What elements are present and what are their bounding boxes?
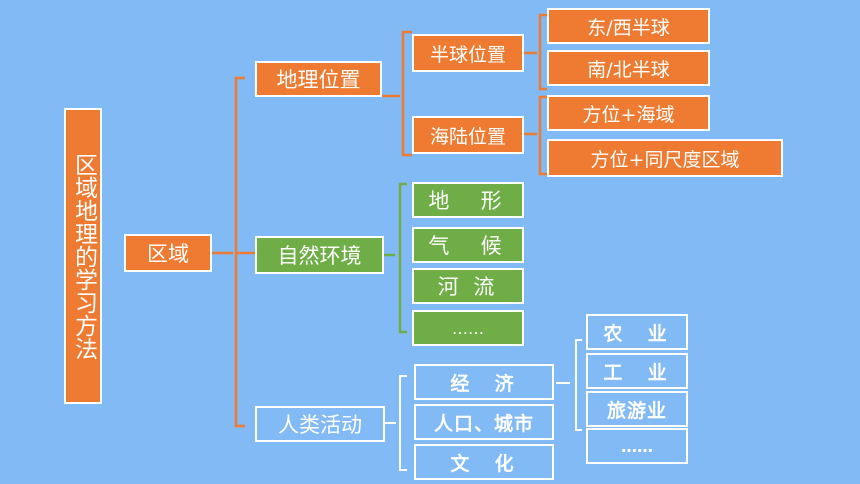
- hemisphere-item: 南/北半球: [547, 50, 710, 86]
- economy-item: ……: [586, 428, 688, 464]
- hemisphere-item: 东/西半球: [547, 8, 710, 44]
- natural-env-item: 河 流: [412, 268, 524, 304]
- hemisphere-node: 半球位置: [412, 34, 524, 72]
- economy-item: 旅游业: [586, 391, 688, 427]
- land-sea-item: 方位+海域: [547, 95, 710, 131]
- root-node: 区域: [124, 234, 212, 272]
- economy-node: 经 济: [414, 364, 554, 400]
- natural-env-item: 地 形: [412, 182, 524, 218]
- human-activity-node: 人类活动: [255, 406, 385, 442]
- geo-location-node: 地理位置: [255, 61, 382, 97]
- land-sea-node: 海陆位置: [412, 116, 524, 154]
- page-title: 区域地理的学习方法: [64, 108, 102, 404]
- natural-env-node: 自然环境: [255, 236, 384, 274]
- population-city-node: 人口、城市: [414, 404, 554, 440]
- economy-item: 农 业: [586, 314, 688, 350]
- economy-item: 工 业: [586, 353, 688, 389]
- natural-env-item: 气 候: [412, 227, 524, 263]
- culture-node: 文 化: [414, 444, 554, 480]
- land-sea-item: 方位+同尺度区域: [547, 139, 783, 177]
- natural-env-item: ……: [412, 310, 524, 346]
